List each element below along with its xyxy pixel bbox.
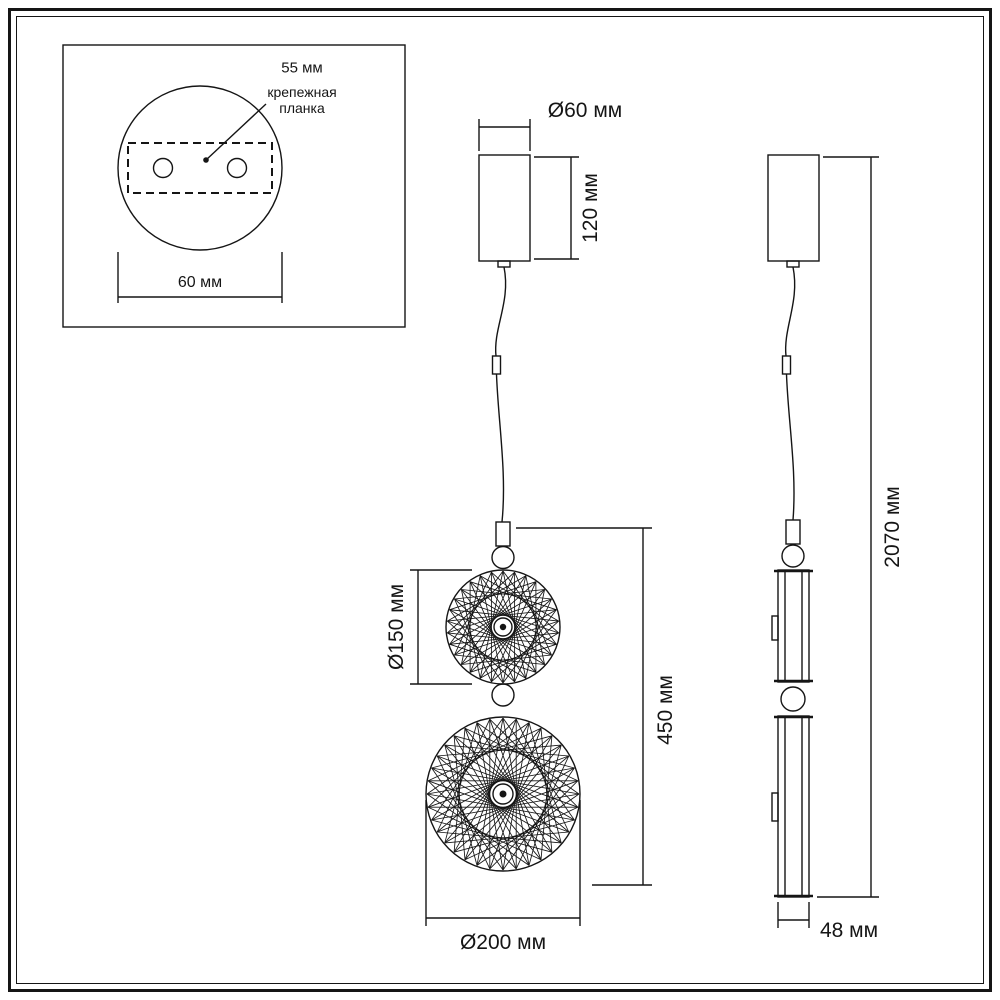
side-view bbox=[767, 154, 879, 928]
cord-grip-side bbox=[785, 519, 801, 545]
dim-label-upper-disc: Ø150 мм bbox=[385, 583, 408, 671]
dim-label-60mm: 60 мм bbox=[177, 274, 223, 291]
dim-label-body-height: 450 мм bbox=[654, 675, 677, 745]
dim-label-side-width: 48 мм bbox=[819, 919, 879, 942]
side-width-dimension bbox=[777, 902, 810, 928]
mounting-plate-callout: крепежная планка bbox=[267, 84, 336, 116]
canopy-front bbox=[478, 154, 531, 262]
callout-line2: планка bbox=[279, 100, 325, 116]
dim-label-lower-disc: Ø200 мм bbox=[459, 931, 547, 954]
cord-front bbox=[491, 266, 507, 523]
dim-label-canopy-height: 120 мм bbox=[579, 173, 602, 243]
lower-disc-diameter-dimension bbox=[425, 800, 581, 926]
inset-width-dimension bbox=[117, 252, 283, 303]
upper-disc-front bbox=[445, 569, 561, 685]
upper-disc-diameter-dimension bbox=[410, 569, 472, 685]
mounting-plate-dashed bbox=[127, 142, 273, 194]
lower-disc-front bbox=[425, 716, 581, 872]
middle-ball-side bbox=[780, 686, 806, 712]
dim-label-canopy-diameter: Ø60 мм bbox=[547, 99, 623, 122]
dim-label-55mm: 55 мм bbox=[281, 59, 323, 77]
upper-ball-side bbox=[781, 544, 805, 568]
front-view bbox=[410, 119, 652, 926]
body-height-dimension bbox=[516, 527, 652, 886]
callout-line1: крепежная bbox=[267, 84, 337, 100]
upper-ball-front bbox=[491, 545, 515, 570]
cord-grip-front bbox=[495, 521, 511, 547]
dim-label-total-height: 2070 мм bbox=[881, 486, 904, 568]
middle-ball-front bbox=[491, 683, 515, 707]
cord-side bbox=[781, 266, 796, 521]
canopy-side bbox=[767, 154, 820, 262]
inset-mount-view bbox=[62, 44, 406, 328]
canopy-height-dimension bbox=[534, 156, 579, 260]
lower-disc-side bbox=[771, 715, 813, 898]
total-height-dimension bbox=[817, 156, 879, 898]
upper-disc-side bbox=[771, 569, 813, 683]
canopy-diameter-dimension bbox=[478, 119, 531, 151]
callout-leader-line bbox=[205, 103, 267, 161]
